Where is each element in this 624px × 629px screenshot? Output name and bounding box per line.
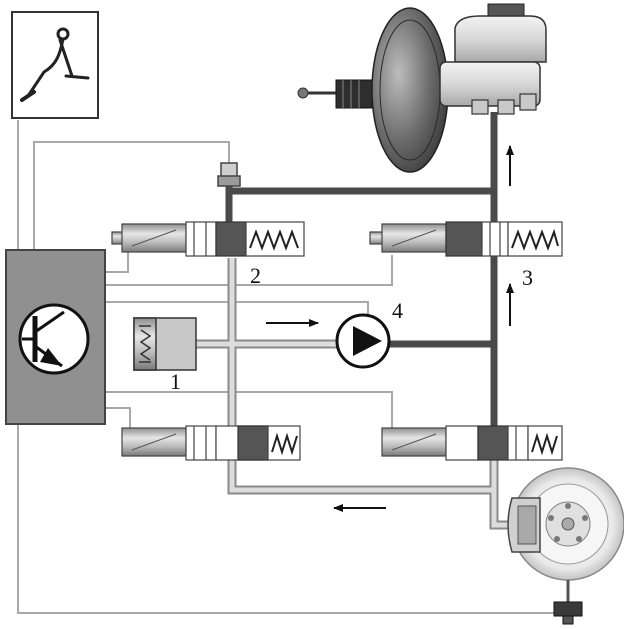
label-outlet-valve: 3	[522, 265, 533, 290]
flow-arrows	[266, 145, 514, 512]
outlet-valve-3	[369, 221, 563, 257]
pressure-lines	[225, 112, 498, 430]
label-inlet-valve: 2	[250, 263, 261, 288]
return-pump-4	[335, 313, 391, 369]
accumulator-1	[133, 317, 197, 371]
return-lines	[196, 258, 515, 530]
label-return-pump: 4	[392, 298, 403, 323]
brake-booster	[297, 7, 449, 173]
brake-pedal-icon	[20, 27, 90, 102]
brake-pedal-box	[11, 11, 99, 119]
brake-disc	[507, 467, 624, 581]
transistor-symbol-icon	[18, 303, 90, 375]
inlet-valve-lower	[121, 425, 301, 461]
inlet-valve-2	[111, 221, 305, 257]
wheel-speed-sensor	[553, 580, 583, 625]
control-unit	[5, 249, 106, 425]
pressure-sensor	[217, 162, 241, 187]
master-cylinder	[439, 3, 547, 115]
outlet-valve-lower	[381, 425, 563, 461]
label-accumulator: 1	[170, 369, 181, 394]
pump-symbol-icon	[353, 326, 382, 356]
